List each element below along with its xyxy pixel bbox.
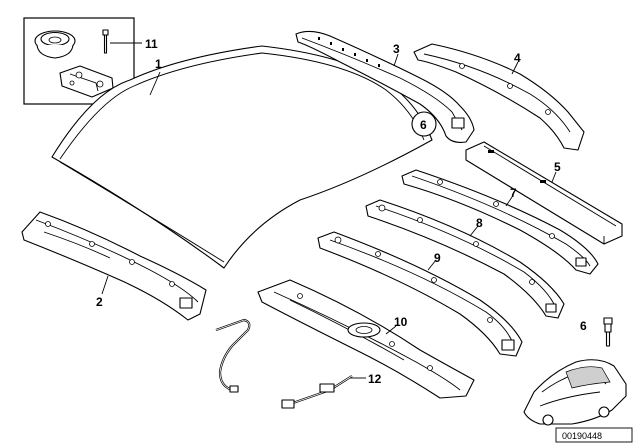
front-crossmember: 2: [21, 211, 207, 321]
callout-10: 10: [394, 315, 408, 329]
leader-2: [101, 275, 109, 295]
bow-7: 7: [401, 169, 599, 275]
callout-3: 3: [393, 42, 400, 56]
leader-10: [385, 325, 397, 335]
bow-9: 9: [317, 231, 523, 357]
callout-8: 8: [476, 216, 483, 230]
side-frame: 3: [295, 30, 475, 143]
callout-11: 11: [145, 37, 158, 51]
grommet-cup: [34, 30, 76, 59]
car-silhouette: [523, 359, 627, 426]
screw-6: 6: [580, 317, 613, 347]
document-number-box: 00190448: [555, 427, 633, 443]
circled-callout-6: 6: [411, 111, 437, 137]
callout-7: 7: [510, 186, 517, 200]
leader-1: [149, 71, 161, 96]
callout-9: 9: [434, 251, 441, 265]
bracket: [59, 65, 114, 98]
leader-8: [469, 225, 479, 237]
callout-6-circled: 6: [420, 118, 427, 132]
hose-12: 12: [215, 318, 382, 409]
callout-12: 12: [368, 372, 382, 386]
callout-2: 2: [96, 295, 103, 309]
inset-bolt: [102, 29, 109, 54]
leader-7: [505, 196, 513, 207]
roof-rail: 4: [413, 43, 585, 151]
leader-3: [393, 53, 399, 67]
leader-9: [427, 259, 437, 271]
callout-4: 4: [514, 51, 521, 65]
callout-1: 1: [155, 57, 162, 71]
leader-4: [511, 61, 519, 75]
callout-5: 5: [554, 160, 561, 174]
bow-8: 8: [365, 199, 565, 319]
inset-11: 11: [23, 17, 158, 105]
callout-6-screw: 6: [580, 319, 587, 333]
bow-5: 5: [465, 141, 623, 245]
inset-frame: [23, 17, 135, 105]
leader-5: [551, 171, 557, 183]
document-number: 00190448: [562, 431, 602, 441]
panel-10: 10: [257, 279, 475, 399]
